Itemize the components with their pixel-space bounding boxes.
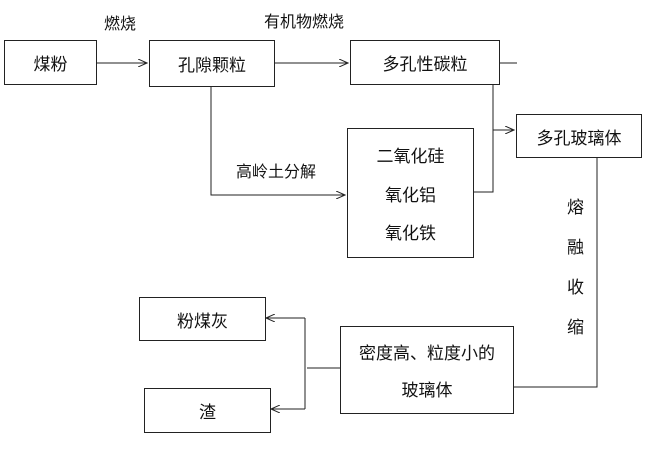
- melt-char-2: 融: [567, 238, 584, 258]
- dense-glass-line2: 玻璃体: [401, 381, 453, 401]
- dense-glass-line1: 密度高、粒度小的: [359, 344, 495, 364]
- oxide-alumina: 氧化铝: [385, 185, 436, 206]
- label-burning: 燃烧: [104, 14, 137, 33]
- box-porous-glass-label: 多孔玻璃体: [536, 128, 622, 149]
- box-fly-ash-label: 粉煤灰: [177, 311, 228, 332]
- arrow-particles-to-oxides: [210, 87, 345, 195]
- box-porous-carbon: 多孔性碳粒: [350, 40, 500, 85]
- label-kaolin-decomp: 高岭土分解: [236, 162, 317, 181]
- line-glass-down: [514, 158, 598, 388]
- box-porous-glass: 多孔玻璃体: [516, 114, 642, 158]
- box-porous-carbon-label: 多孔性碳粒: [382, 55, 468, 75]
- melt-char-3: 收: [567, 278, 584, 298]
- label-melt-shrink: 熔 融 收 缩: [567, 188, 584, 348]
- oxide-iron: 氧化铁: [385, 223, 436, 244]
- box-oxides: 二氧化硅 氧化铝 氧化铁: [347, 128, 474, 258]
- box-slag: 渣: [144, 388, 271, 433]
- melt-char-1: 熔: [567, 198, 584, 218]
- oxide-silica: 二氧化硅: [376, 147, 445, 168]
- melt-char-4: 缩: [567, 318, 584, 338]
- box-coal-powder: 煤粉: [4, 40, 97, 85]
- box-fly-ash: 粉煤灰: [139, 297, 266, 341]
- label-organic-burning: 有机物燃烧: [264, 12, 345, 31]
- box-coal-powder-label: 煤粉: [33, 55, 68, 75]
- box-dense-glass: 密度高、粒度小的 玻璃体: [340, 326, 514, 414]
- box-slag-label: 渣: [199, 403, 216, 423]
- box-pore-particles-label: 孔隙颗粒: [178, 56, 246, 76]
- box-pore-particles: 孔隙颗粒: [149, 40, 275, 87]
- line-oxides-up: [474, 130, 494, 193]
